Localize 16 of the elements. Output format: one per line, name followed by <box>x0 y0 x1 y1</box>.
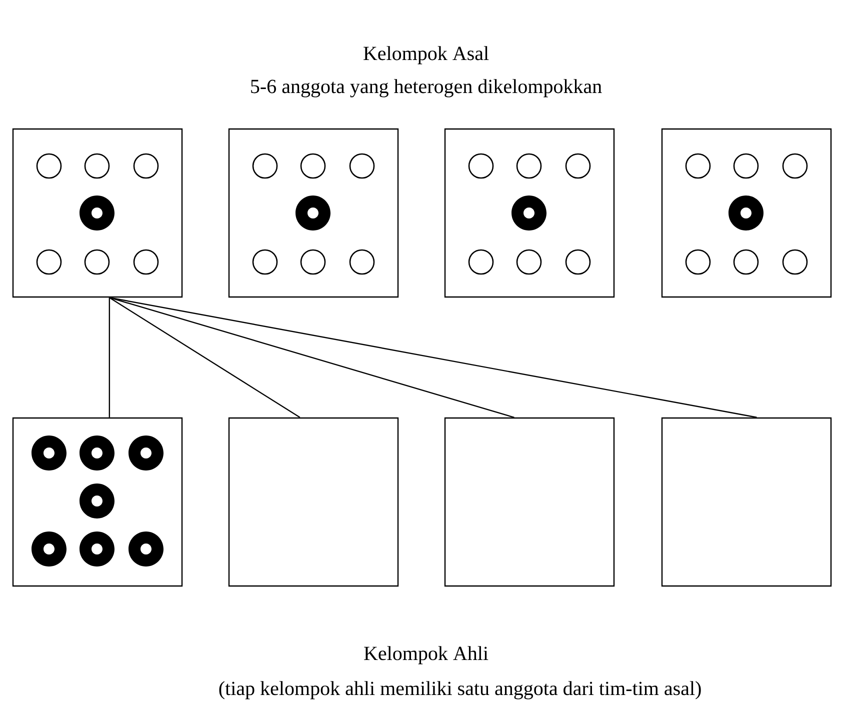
subheading: 5-6 anggota yang heterogen dikelompokkan <box>251 79 602 98</box>
connector-line <box>108 298 110 418</box>
group-box <box>444 417 615 587</box>
group-box <box>661 417 832 587</box>
subheading: (tiap kelompok ahli memiliki satu anggota dari tim-tim asal) <box>219 681 701 700</box>
group-box <box>228 417 399 587</box>
connector-line <box>109 297 300 418</box>
group-box <box>661 128 832 298</box>
group-box <box>228 128 399 298</box>
group-box <box>12 128 183 298</box>
connector-line <box>109 297 514 418</box>
heading: Kelompok Ahli <box>364 646 488 664</box>
group-box <box>12 417 183 587</box>
heading: Kelompok Asal <box>364 46 489 64</box>
connector-line <box>109 297 757 418</box>
group-box <box>444 128 615 298</box>
